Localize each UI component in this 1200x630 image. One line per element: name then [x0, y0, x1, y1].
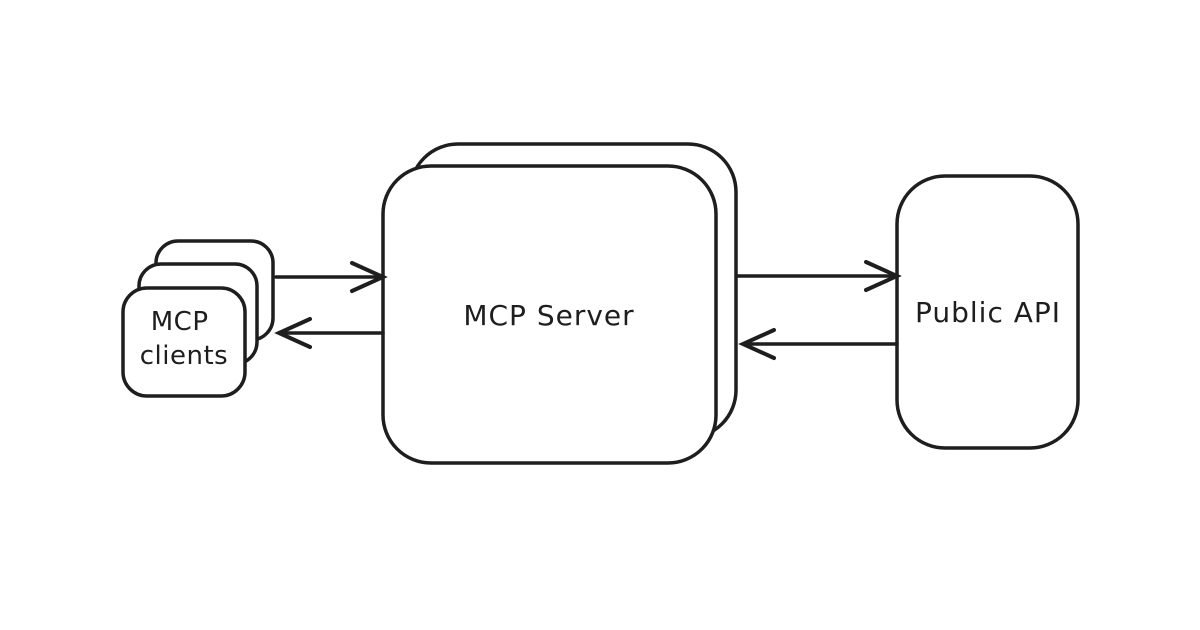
arrow-api-to-server-head: [738, 328, 776, 360]
clients-card-front: [121, 286, 247, 398]
arrow-server-to-clients-head: [274, 317, 312, 349]
node-mcp-clients: MCP clients: [121, 239, 275, 398]
clients-label-line2: clients: [140, 341, 228, 371]
arrow-clients-to-server: [274, 261, 388, 293]
clients-label-line1: MCP: [151, 307, 209, 337]
server-label: MCP Server: [463, 299, 634, 332]
arrow-server-to-api: [736, 260, 902, 292]
clients-label: MCP clients: [140, 307, 228, 371]
diagram-root: MCP clients MCP Server Public API: [121, 142, 1080, 465]
arrow-clients-to-server-head: [350, 261, 388, 293]
arrow-server-to-clients: [274, 317, 385, 349]
server-card-front: [381, 164, 718, 465]
api-label: Public API: [915, 296, 1061, 329]
arrow-server-to-api-head: [864, 260, 902, 292]
arrow-api-to-server: [738, 328, 899, 360]
node-mcp-server: MCP Server: [381, 142, 738, 465]
node-public-api: Public API: [895, 174, 1080, 450]
api-card: [895, 174, 1080, 450]
